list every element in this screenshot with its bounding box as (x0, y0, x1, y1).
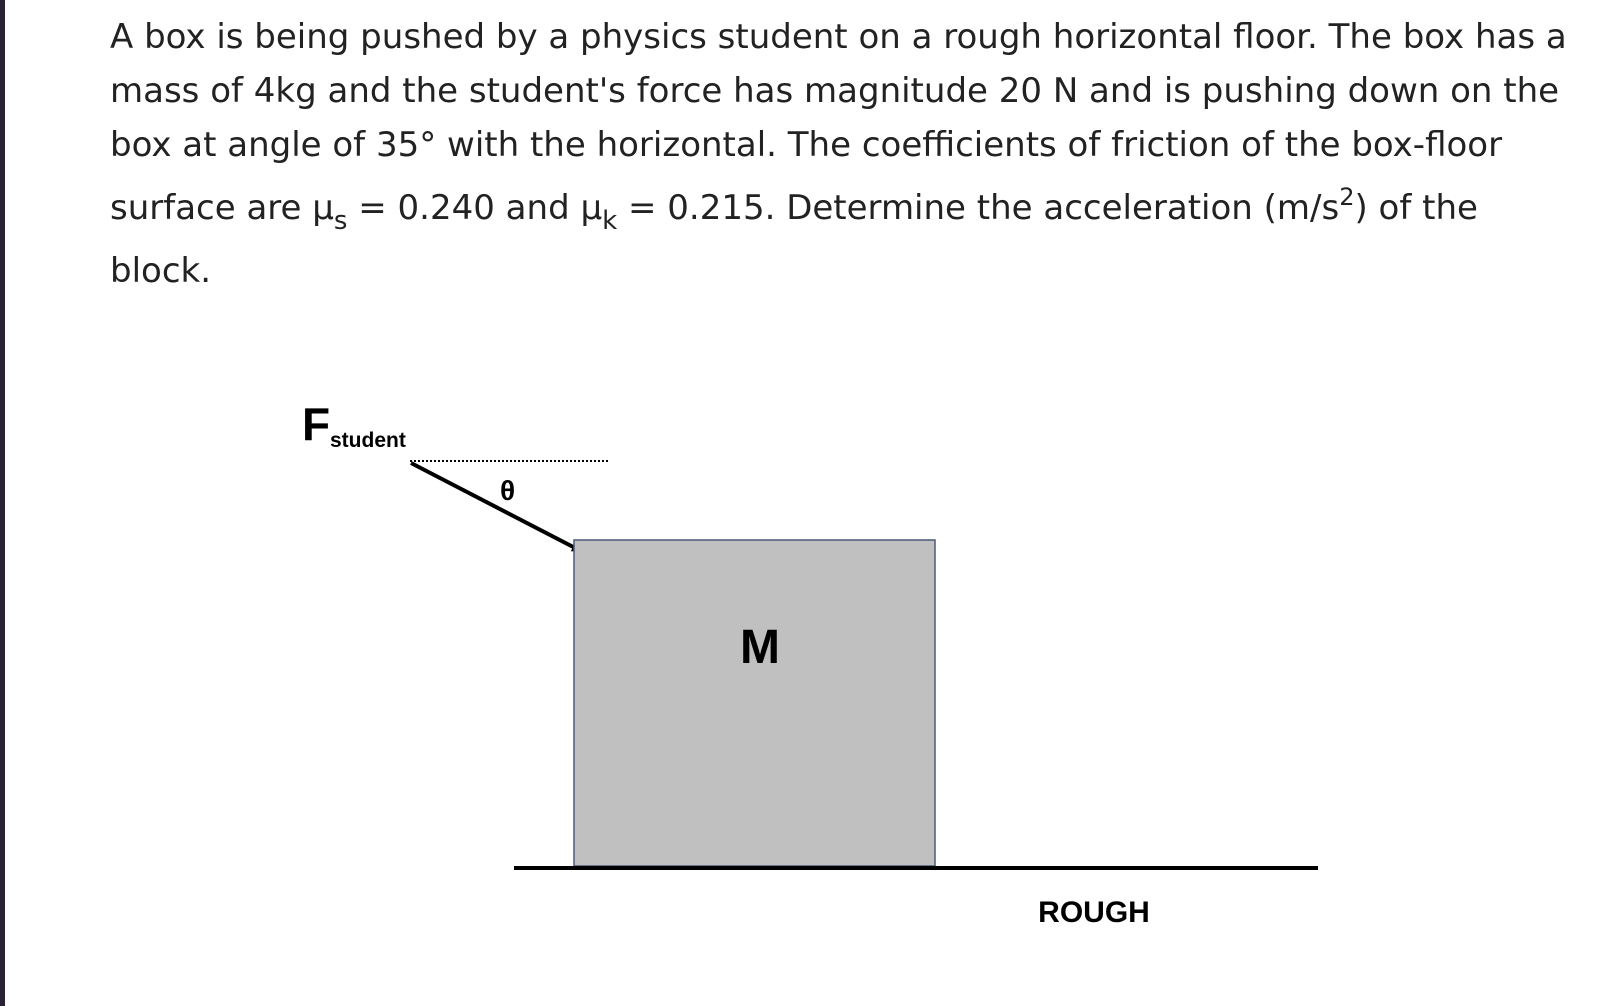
problem-line-4: surface are μs = 0.240 and μk = 0.215. D… (110, 172, 1580, 244)
box-mass (573, 539, 936, 867)
floor-label: ROUGH (1038, 896, 1150, 929)
window-edge (0, 0, 5, 1006)
problem-statement: A box is being pushed by a physics stude… (110, 10, 1580, 298)
angle-symbol: θ (500, 475, 515, 506)
force-symbol: F (302, 398, 330, 450)
box-label: M (740, 621, 780, 674)
force-arrow (410, 461, 582, 553)
problem-line-2: mass of 4kg and the student's force has … (110, 71, 1560, 111)
problem-line-4-part-4: ) of the (1354, 188, 1478, 228)
mu-s-subscript: s (333, 206, 348, 236)
problem-line-4-part-3: = 0.215. Determine the acceleration (m/s (617, 188, 1340, 228)
mu-k-subscript: k (602, 206, 618, 236)
problem-line-1: A box is being pushed by a physics stude… (110, 17, 1567, 57)
problem-line-4-part-1: surface are μ (110, 188, 334, 228)
problem-line-4-part-2: = 0.240 and μ (347, 188, 603, 228)
force-subscript: student (330, 429, 406, 452)
accel-superscript: 2 (1339, 183, 1355, 211)
problem-line-5: block. (110, 251, 212, 291)
problem-line-3: box at angle of 35° with the horizontal.… (110, 125, 1503, 165)
